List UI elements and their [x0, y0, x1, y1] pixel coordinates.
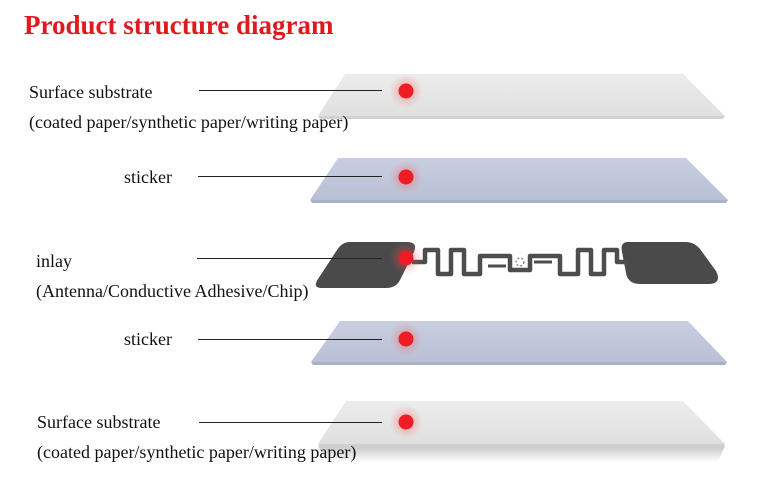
layer-3-detail: (Antenna/Conductive Adhesive/Chip) — [36, 281, 309, 301]
marker-dot-2 — [389, 160, 423, 194]
layer-sticker-lower — [311, 321, 727, 365]
layer-surface-substrate-top — [318, 74, 725, 119]
leader-line-4 — [198, 339, 382, 340]
marker-dot-5 — [389, 405, 423, 439]
layer-2-name: sticker — [124, 167, 172, 187]
leader-line-5 — [199, 422, 382, 423]
layer-4-name: sticker — [124, 329, 172, 349]
layer-surface-substrate-bottom — [318, 401, 725, 462]
layer-5-name: Surface substrate — [37, 412, 161, 432]
layer-3-name: inlay — [36, 251, 72, 271]
layer-sticker-upper — [310, 158, 728, 203]
leader-line-1 — [199, 90, 382, 91]
leader-line-3 — [197, 258, 382, 259]
layer-1-name: Surface substrate — [29, 82, 153, 102]
layer-inlay — [315, 242, 718, 288]
diagram-title: Product structure diagram — [24, 10, 334, 40]
leader-line-2 — [198, 176, 382, 177]
layer-1-detail: (coated paper/synthetic paper/writing pa… — [29, 112, 349, 132]
layer-5-detail: (coated paper/synthetic paper/writing pa… — [37, 442, 357, 462]
marker-dot-3 — [389, 241, 423, 275]
marker-dot-1 — [389, 74, 423, 108]
marker-dot-4 — [389, 322, 423, 356]
